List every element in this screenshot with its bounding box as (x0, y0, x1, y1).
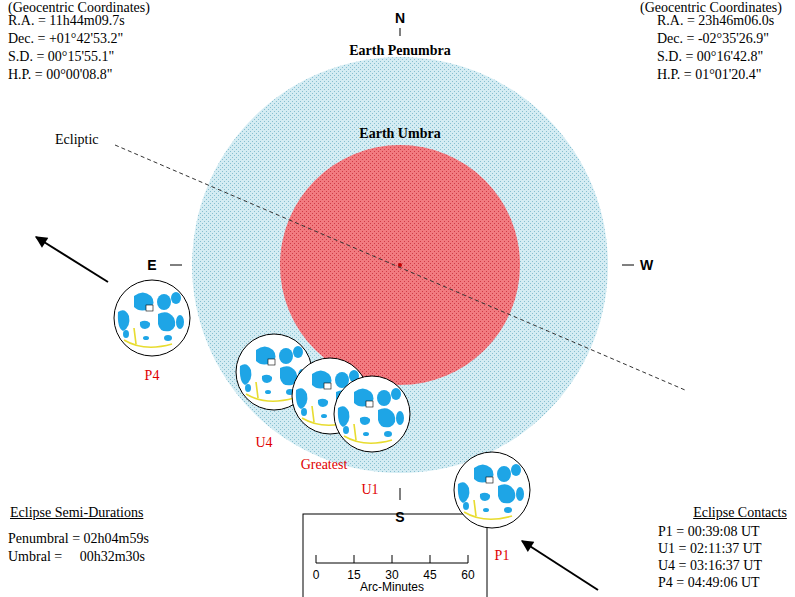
contact-time: U4 = 03:16:37 UT (658, 558, 762, 574)
scale-number: 60 (461, 568, 474, 582)
ecliptic-label: Ecliptic (55, 132, 99, 148)
scale-number: 45 (423, 568, 436, 582)
coordinate-value: S.D. = 00°16'42.8" (657, 49, 763, 65)
compass-north: N (395, 10, 405, 26)
coordinate-value: Dec. = -02°35'26.9" (657, 31, 769, 47)
moon-disc (334, 376, 410, 452)
moon-disc (114, 280, 190, 356)
scale-bar (303, 514, 487, 597)
penumbra-disc (192, 57, 608, 473)
durations-heading: Eclipse Semi-Durations (10, 505, 143, 521)
motion-arrow (36, 237, 108, 282)
region-label: Earth Penumbra (349, 43, 451, 59)
compass-east: E (147, 257, 156, 273)
coordinate-value: R.A. = 23h46m06.0s (657, 13, 774, 29)
coordinate-value: H.P. = 01°01'20.4" (657, 67, 762, 83)
node-outline (332, 374, 412, 454)
scale-number: 15 (347, 568, 360, 582)
moon-position: U1 (332, 374, 412, 454)
contact-label: P1 (495, 548, 510, 564)
contact-label: U4 (255, 435, 272, 451)
contacts-heading: Eclipse Contacts (693, 505, 787, 521)
coordinate-value: S.D. = 00°15'55.1" (8, 49, 114, 65)
region-label: Earth Umbra (359, 126, 440, 142)
duration-value: Penumbral = 02h04m59s (8, 531, 149, 547)
moon-position: P1 (452, 450, 532, 530)
shadow-center (398, 263, 402, 267)
node-outline (280, 145, 520, 385)
scale-unit: Arc-Minutes (360, 580, 424, 594)
compass-west: W (640, 257, 653, 273)
coordinate-value: H.P. = 00°00'08.8" (8, 67, 113, 83)
compass-ticks (170, 28, 634, 500)
scale-number: 0 (313, 568, 320, 582)
contact-time: U1 = 02:11:37 UT (658, 541, 761, 557)
contact-label: U1 (361, 482, 378, 498)
node-outline (452, 450, 532, 530)
contact-time: P4 = 04:49:06 UT (658, 575, 760, 591)
umbra-disc (280, 145, 520, 385)
duration-value: Umbral = 00h32m30s (8, 549, 145, 565)
contact-label: P4 (145, 368, 160, 384)
node-outline (112, 278, 192, 358)
compass-south: S (395, 509, 404, 525)
motion-arrow (522, 541, 598, 590)
contact-time: P1 = 00:39:08 UT (658, 524, 760, 540)
contact-label: Greatest (301, 457, 348, 473)
moon-disc (454, 452, 530, 528)
ecliptic-line (115, 145, 685, 390)
coordinate-value: R.A. = 11h44m09.7s (8, 13, 125, 29)
shadow-region: Earth Umbra (280, 145, 520, 385)
coordinate-value: Dec. = +01°42'53.2" (8, 31, 123, 47)
scale-number: 30 (385, 568, 398, 582)
moon-position: P4 (112, 278, 192, 358)
